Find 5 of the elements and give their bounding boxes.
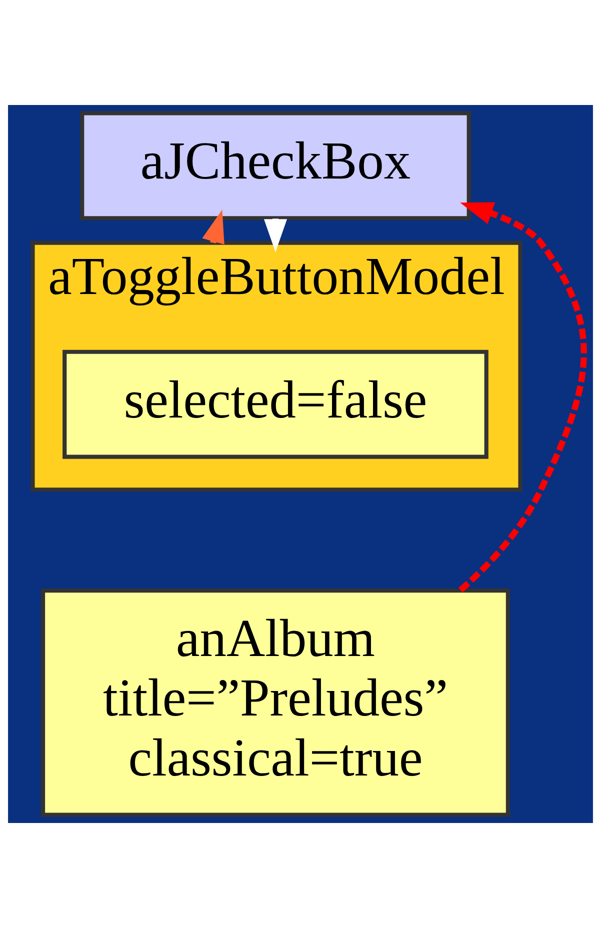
arrow	[458, 202, 587, 592]
node-box: anAlbum title=”Preludes” classical=true	[40, 588, 510, 817]
node-box: selected=false	[62, 350, 488, 459]
arrow	[202, 210, 224, 245]
node-box: aJCheckBox	[80, 111, 471, 220]
